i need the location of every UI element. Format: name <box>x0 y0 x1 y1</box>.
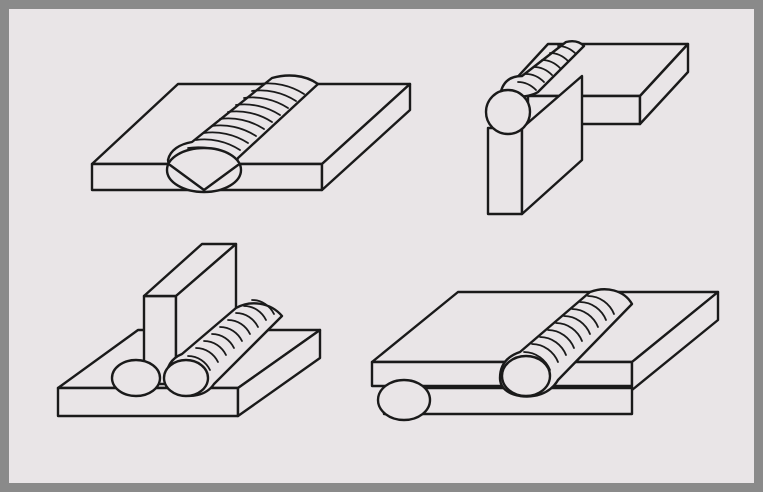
tee-left-weld-section <box>110 358 162 398</box>
butt-weld-section <box>165 146 243 194</box>
lap-weld-ripples <box>523 295 615 371</box>
corner-weld-ripples <box>517 45 577 91</box>
tee-weld-ripples <box>187 299 275 371</box>
corner-joint-figure <box>484 40 690 216</box>
lap-left-weld-section <box>376 378 432 422</box>
tee-right-weld-section <box>162 358 210 398</box>
tee-joint-figure <box>56 242 322 418</box>
lap-joint-figure <box>370 288 720 422</box>
lap-weld-section <box>500 354 552 398</box>
butt-joint-figure <box>90 74 412 194</box>
corner-weld-section <box>484 88 532 136</box>
